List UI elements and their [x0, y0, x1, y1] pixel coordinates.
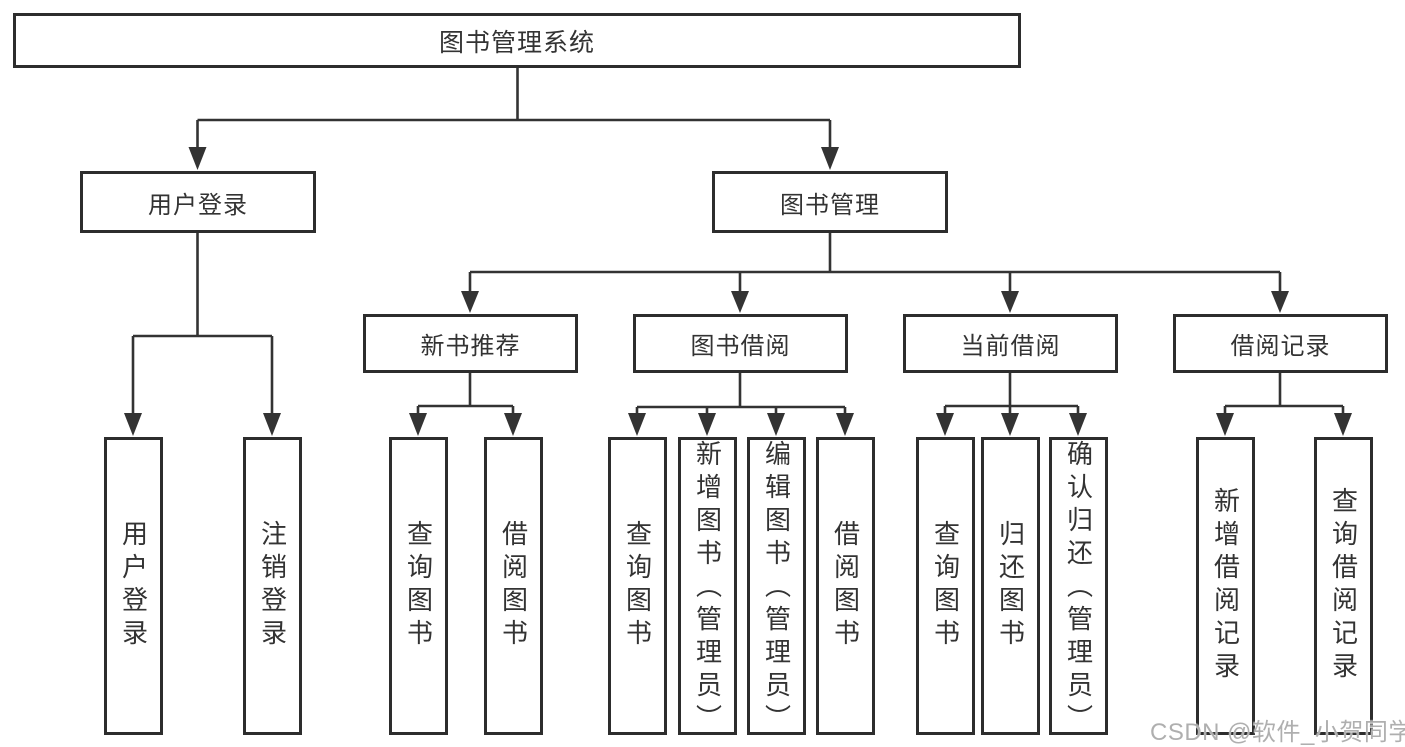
node-book-borrowing: 图书借阅 — [633, 314, 848, 373]
node-label: 确认归还（管理员） — [1063, 440, 1094, 737]
node-leaf-query-borrow-record: 查询借阅记录 — [1314, 437, 1373, 735]
node-label: 归还图书 — [995, 520, 1026, 652]
node-leaf-borrow-books-borrowing: 借阅图书 — [816, 437, 875, 735]
node-label: 注销登录 — [257, 520, 288, 652]
node-label: 新增图书（管理员） — [692, 440, 723, 737]
node-label: 查询借阅记录 — [1328, 487, 1359, 685]
node-label: 图书管理 — [780, 191, 880, 219]
node-label: 图书管理系统 — [438, 28, 595, 57]
node-book-management: 图书管理 — [712, 171, 948, 233]
node-label: 新书推荐 — [420, 333, 521, 360]
node-leaf-edit-books-admin: 编辑图书（管理员） — [747, 437, 806, 737]
node-label: 查询图书 — [622, 520, 653, 652]
node-leaf-query-books-borrowing: 查询图书 — [608, 437, 667, 735]
watermark: CSDN @软件_小贺同学 — [1150, 719, 1405, 746]
node-leaf-logout: 注销登录 — [243, 437, 302, 735]
node-leaf-add-borrow-record: 新增借阅记录 — [1196, 437, 1255, 735]
node-label: 借阅图书 — [830, 520, 861, 652]
node-current-borrowing: 当前借阅 — [903, 314, 1118, 373]
node-label: 编辑图书（管理员） — [761, 440, 792, 737]
node-user-login: 用户登录 — [80, 171, 316, 233]
node-label: 查询图书 — [930, 520, 961, 652]
node-label: 当前借阅 — [960, 333, 1061, 360]
node-label: 图书借阅 — [690, 333, 791, 360]
node-leaf-return-books: 归还图书 — [981, 437, 1040, 735]
node-label: 用户登录 — [148, 191, 248, 219]
node-label: 借阅图书 — [498, 520, 529, 652]
arrowheads — [124, 147, 1352, 436]
node-borrowing-records: 借阅记录 — [1173, 314, 1388, 373]
node-label: 查询图书 — [403, 520, 434, 652]
node-new-book-recommendation: 新书推荐 — [363, 314, 578, 373]
node-leaf-query-books-current: 查询图书 — [916, 437, 975, 735]
node-label: 借阅记录 — [1230, 333, 1331, 360]
node-label: 新增借阅记录 — [1210, 487, 1241, 685]
node-library-management-system: 图书管理系统 — [13, 13, 1021, 68]
node-leaf-query-books-recommend: 查询图书 — [389, 437, 448, 735]
node-leaf-borrow-books-recommend: 借阅图书 — [484, 437, 543, 735]
node-label: 用户登录 — [118, 520, 149, 652]
node-leaf-user-login: 用户登录 — [104, 437, 163, 735]
node-leaf-confirm-return-admin: 确认归还（管理员） — [1049, 437, 1108, 737]
node-leaf-add-books-admin: 新增图书（管理员） — [678, 437, 737, 737]
